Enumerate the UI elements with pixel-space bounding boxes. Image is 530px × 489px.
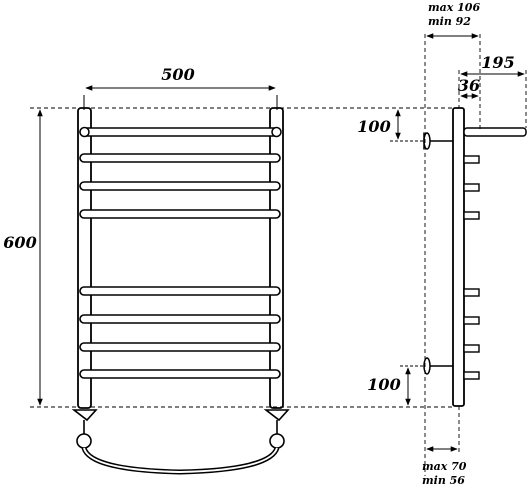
depth-total-label: 195: [481, 53, 514, 72]
bottom-connection: [71, 409, 290, 475]
top-cap-right: [271, 126, 282, 138]
top-min-label: min 92: [428, 15, 471, 28]
width-label: 500: [161, 65, 194, 84]
rung: [79, 314, 281, 324]
top-cap-left: [79, 126, 90, 138]
front-view: 500 600: [3, 65, 290, 475]
side-view: 100 100 max 106 min 92 195 36 max 70 min…: [357, 1, 527, 487]
bottom-min-label: min 56: [422, 474, 465, 487]
top-shelf-pipe: [463, 127, 527, 137]
bottom-wall-bracket: [423, 357, 453, 375]
side-post: [452, 107, 465, 407]
offset-top-label: 100: [357, 117, 390, 136]
side-rung-stubs: [463, 155, 480, 380]
offset-bottom-label: 100: [367, 375, 400, 394]
rung: [79, 181, 281, 191]
top-wall-bracket: [423, 131, 453, 151]
rung: [79, 342, 281, 352]
left-post: [77, 107, 92, 409]
rung: [79, 369, 281, 379]
top-max-label: max 106: [428, 1, 480, 14]
bottom-max-label: max 70: [422, 460, 467, 473]
rungs: [79, 127, 281, 379]
rung: [79, 209, 281, 219]
rung: [79, 286, 281, 296]
height-label: 600: [3, 233, 36, 252]
rung: [79, 127, 281, 137]
rung: [79, 153, 281, 163]
right-post: [269, 107, 284, 409]
depth-front-label: 36: [458, 76, 480, 95]
